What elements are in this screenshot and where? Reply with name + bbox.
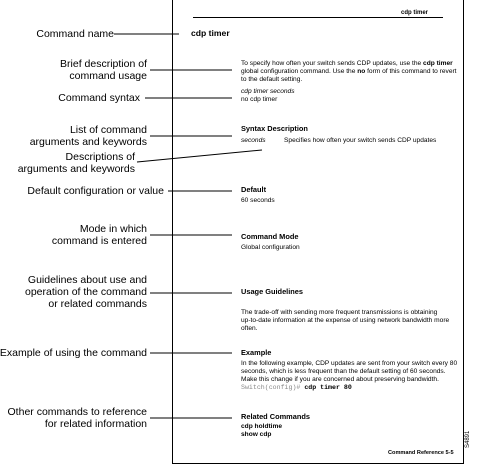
document-page: cdp timer cdp timer To specify how often… <box>172 0 464 464</box>
label-list-arguments: List of command arguments and keywords <box>29 124 147 148</box>
label-command-syntax: Command syntax <box>58 92 140 104</box>
label-example: Example of using the command <box>0 347 147 359</box>
label-default-configuration: Default configuration or value <box>27 185 164 197</box>
usage-guidelines-heading: Usage Guidelines <box>241 287 304 296</box>
label-command-name: Command name <box>36 28 114 40</box>
related-commands-heading: Related Commands <box>241 412 310 421</box>
label-other-commands: Other commands to reference for related … <box>7 406 147 430</box>
connector-description-arguments <box>136 149 263 163</box>
command-title: cdp timer <box>191 28 230 38</box>
label-brief-description: Brief description of command usage <box>60 58 147 82</box>
running-head-rule <box>193 17 443 18</box>
command-syntax: cdp timer seconds no cdp timer <box>241 88 295 103</box>
command-description: To specify how often your switch sends C… <box>241 60 457 83</box>
example-text: In the following example, CDP updates ar… <box>241 360 458 391</box>
default-value: 60 seconds <box>241 197 275 204</box>
command-mode-heading: Command Mode <box>241 232 299 241</box>
related-commands-list: cdp holdtime show cdp <box>241 423 283 438</box>
label-mode: Mode in which command is entered <box>51 223 147 247</box>
syntax-description-heading: Syntax Description <box>241 124 308 133</box>
command-mode-value: Global configuration <box>241 244 300 251</box>
running-head: cdp timer <box>401 10 429 16</box>
syntax-description-text: Specifies how often your switch sends CD… <box>284 137 437 144</box>
page-footer: Command Reference 5-5 <box>388 450 454 456</box>
label-description-arguments: Descriptions of arguments and keywords <box>17 151 135 175</box>
example-heading: Example <box>241 348 272 357</box>
syntax-description-row: seconds <box>241 137 266 144</box>
usage-guidelines-text: The trade-off with sending more frequent… <box>241 309 450 332</box>
default-heading: Default <box>241 185 267 194</box>
figure-id: S4891 <box>465 430 471 448</box>
label-guidelines: Guidelines about use and operation of th… <box>25 274 147 310</box>
